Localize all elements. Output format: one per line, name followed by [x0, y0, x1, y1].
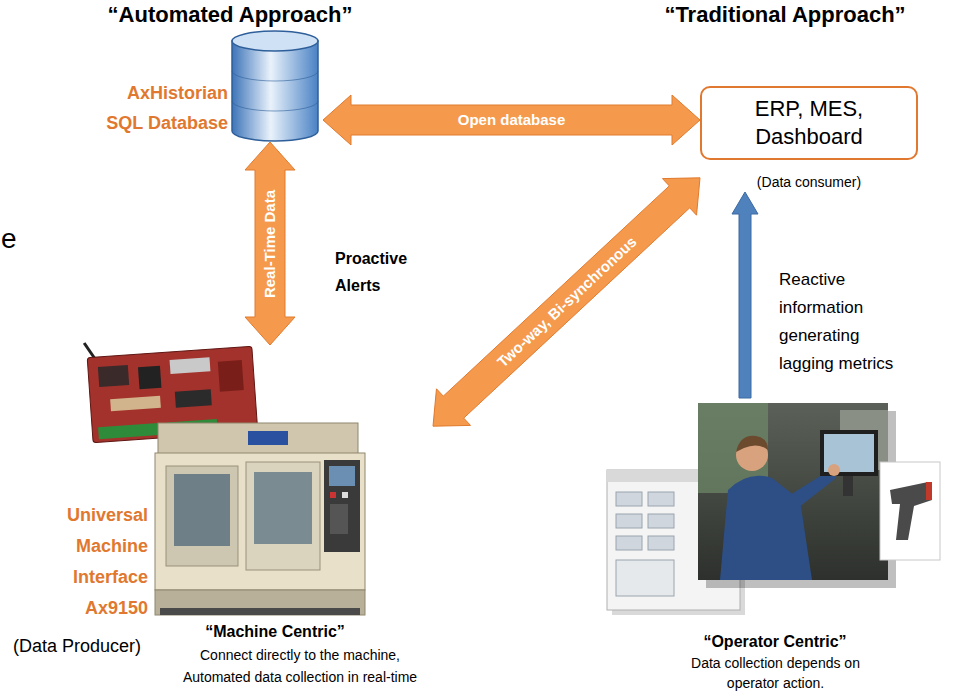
- machine-window: [174, 474, 230, 546]
- control-panel: [324, 460, 360, 552]
- system-node: ERP, MES, Dashboard (Data consumer): [700, 86, 918, 192]
- device-name: Universal Machine Interface Ax9150: [13, 500, 148, 624]
- column-heading: “Traditional Approach”: [640, 1, 930, 29]
- text-slot: Real-Time Data: [261, 189, 279, 297]
- text-slot: Proactive Alerts: [335, 245, 435, 299]
- text-slot: Reactive information generating lagging …: [779, 266, 904, 378]
- column-heading: “Automated Approach”: [100, 1, 360, 29]
- role-caption: (Data Producer): [13, 635, 183, 657]
- flow-note: Reactive information generating lagging …: [779, 266, 904, 378]
- terminal-block: [98, 423, 159, 439]
- block-arrow: [245, 142, 295, 345]
- machine-housing: [158, 423, 358, 455]
- connector-strip: [110, 396, 161, 411]
- screen-key: [616, 492, 642, 506]
- edge-label: Two-way, Bi-synchronous: [493, 233, 640, 371]
- approach-heading: “Operator Centric”: [650, 632, 900, 652]
- text-slot: “Machine Centric”: [150, 622, 400, 642]
- barcode-scanner: [890, 482, 932, 540]
- logo-plate: [248, 431, 288, 445]
- text-slot: Two-way, Bi-synchronous: [493, 233, 640, 371]
- approach-note: Data collection depends on operator acti…: [678, 653, 873, 693]
- module: [170, 357, 211, 374]
- text-slot: (Data Producer): [13, 635, 183, 657]
- database-ring: [232, 101, 318, 111]
- text-slot: Universal Machine Interface Ax9150: [13, 500, 148, 624]
- operator-hand: [828, 464, 840, 476]
- screen-key: [616, 514, 642, 528]
- text-slot: “Automated Approach”: [100, 1, 360, 29]
- database-cylinder: [232, 41, 318, 141]
- operator-hair: [736, 436, 768, 452]
- screen-field: [616, 560, 674, 596]
- screen-key: [648, 536, 674, 550]
- chip: [218, 360, 244, 392]
- database-top: [232, 31, 318, 51]
- control-button: [342, 492, 348, 498]
- approach-note: Connect directly to the machine, Automat…: [175, 644, 425, 688]
- machine-foot: [160, 608, 360, 615]
- chip: [98, 365, 129, 387]
- text-slot: e: [1, 222, 25, 256]
- block-arrow: [433, 178, 700, 426]
- system-name: ERP, MES, Dashboard: [712, 95, 906, 151]
- screen-key: [616, 536, 642, 550]
- touch-monitor: [820, 430, 878, 476]
- database-label: AxHistorian SQL Database: [88, 78, 228, 138]
- control-button: [330, 492, 336, 498]
- operator-node: “Operator Centric”Data collection depend…: [598, 398, 953, 696]
- flow-arrow: [732, 192, 758, 398]
- edge-label: Open database: [458, 111, 566, 129]
- text-slot: (Data consumer): [700, 172, 918, 192]
- chip: [175, 389, 212, 407]
- edge-label: Real-Time Data: [261, 189, 279, 297]
- screen-key: [648, 492, 674, 506]
- machine-door: [246, 462, 320, 570]
- text-slot: Open database: [458, 111, 566, 129]
- text-slot: Data collection depends on operator acti…: [678, 653, 873, 693]
- text-slot: Connect directly to the machine, Automat…: [175, 644, 425, 688]
- rounded-box: ERP, MES, Dashboard: [700, 86, 918, 160]
- machine-door: [166, 466, 238, 566]
- database-node: AxHistorian SQL Database: [88, 28, 323, 142]
- monitor-stand: [843, 476, 853, 496]
- text-slot: “Traditional Approach”: [640, 1, 930, 29]
- operator-photo: [698, 403, 888, 580]
- machine-base: [155, 590, 365, 615]
- approach-heading: “Machine Centric”: [150, 622, 400, 642]
- chip: [138, 366, 161, 389]
- flow-note: Proactive Alerts: [335, 245, 435, 299]
- scanner-photo: [880, 462, 940, 560]
- control-screen: [329, 466, 355, 486]
- keypad: [330, 504, 348, 534]
- machine-body: [155, 453, 365, 590]
- screen-key: [648, 514, 674, 528]
- scanner-window: [926, 482, 932, 500]
- text-slot: AxHistorian SQL Database: [88, 78, 228, 138]
- role-caption: (Data consumer): [700, 172, 918, 192]
- block-arrow: [323, 95, 700, 145]
- cut-off-letter: e: [1, 222, 25, 256]
- machine-window: [254, 472, 312, 544]
- database-ring: [232, 71, 318, 81]
- text-slot: “Operator Centric”: [650, 632, 900, 652]
- machine-node: Universal Machine Interface Ax9150 (Data …: [8, 345, 433, 695]
